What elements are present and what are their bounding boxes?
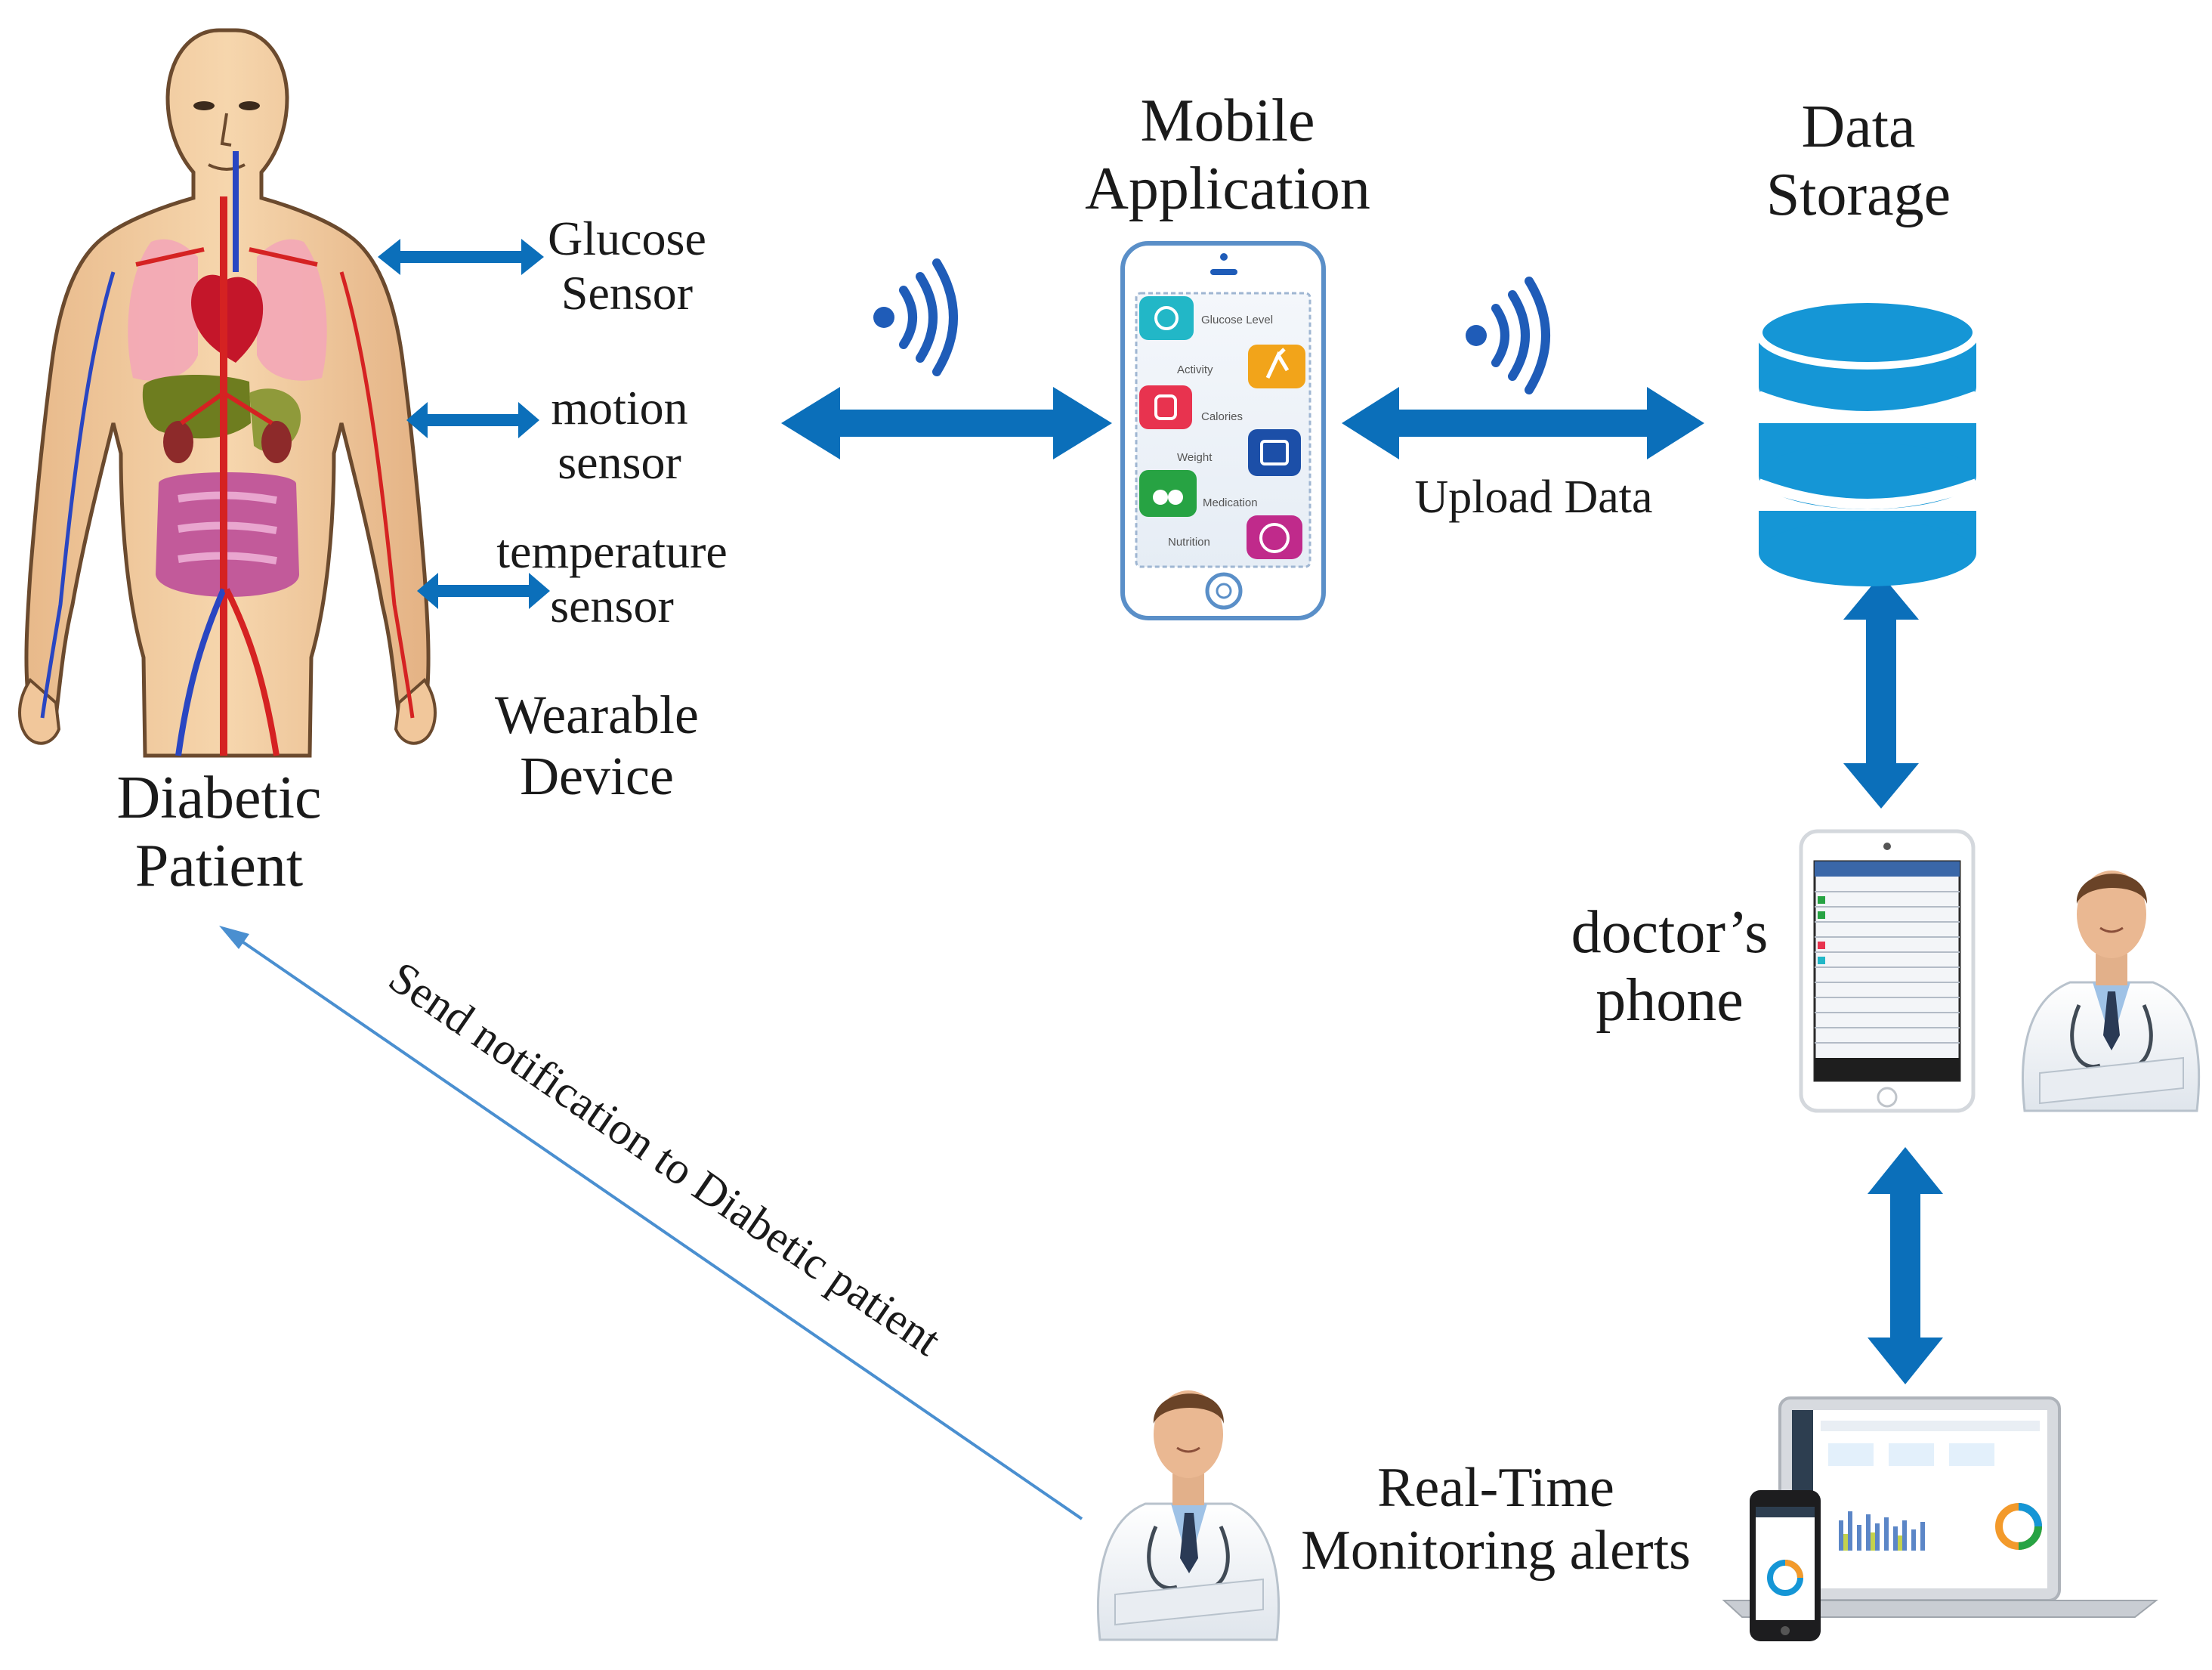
glucose-sensor-label: Glucose Sensor [529, 212, 725, 320]
screen-item-nutrition: Nutrition [1168, 536, 1210, 549]
motion-sensor-label: motion sensor [521, 381, 718, 489]
screen-item-calories: Calories [1201, 410, 1243, 423]
human-anatomy-icon [18, 28, 437, 758]
diabetic-patient-label-line-2: Patient [134, 832, 304, 899]
weight-tile [1248, 429, 1301, 476]
screen-item-glucose: Glucose Level [1201, 314, 1273, 326]
doctor-phone-to-monitoring-arrow [1868, 1147, 1943, 1384]
mobile-application-title: Mobile Application [1058, 88, 1398, 223]
motion-sensor-label-line-2: sensor [558, 435, 681, 489]
doctor-phone-label-line-2: phone [1596, 966, 1744, 1034]
screen-item-activity: Activity [1177, 363, 1213, 376]
wireless-signal-icon [1466, 277, 1550, 394]
smartphone-icon: Glucose Level Activity Calories Weight M… [1120, 241, 1326, 620]
doctor-phone-label: doctor’s phone [1549, 899, 1790, 1034]
temperature-sensor-label: temperature sensor [483, 524, 740, 632]
upload-data-label: Upload Data [1414, 472, 1653, 523]
doctor-icon [1097, 1390, 1280, 1641]
storage-to-doctor-phone-arrow [1843, 574, 1919, 809]
database-icon [1755, 295, 1980, 586]
notification-arrow [219, 926, 1083, 1520]
wearable-to-app-arrow [781, 387, 1112, 459]
doctor-icon [2022, 871, 2201, 1112]
glucose-sensor-label-line-2: Sensor [561, 265, 694, 320]
motion-sensor-label-line-1: motion [551, 381, 688, 435]
wireless-signal-icon [873, 258, 958, 376]
laptop-dashboard-icon [1722, 1396, 2158, 1641]
wearable-device-label: Wearable Device [468, 685, 725, 806]
temperature-sensor-label-line-1: temperature [496, 524, 728, 578]
doctor-phone-label-line-1: doctor’s [1571, 899, 1769, 966]
data-storage-title-line-2: Storage [1766, 161, 1951, 228]
tablet-icon [1799, 829, 1976, 1113]
temperature-sensor-label-line-2: sensor [550, 578, 674, 632]
glucose-tile [1139, 296, 1194, 340]
app-to-storage-arrow [1342, 387, 1704, 459]
calories-tile [1139, 385, 1192, 429]
diabetic-patient-label-line-1: Diabetic [116, 765, 322, 831]
motion-sensor-arrow [406, 402, 539, 438]
data-storage-title: Data Storage [1730, 94, 1987, 229]
real-time-monitoring-label-line-1: Real-Time [1377, 1457, 1614, 1519]
screen-item-medication: Medication [1203, 496, 1258, 509]
glucose-sensor-arrow [378, 239, 544, 275]
mobile-application-title-line-1: Mobile [1140, 88, 1315, 154]
screen-item-weight: Weight [1177, 451, 1213, 464]
real-time-monitoring-label-line-2: Monitoring alerts [1301, 1519, 1691, 1582]
medication-tile [1139, 470, 1197, 517]
data-storage-title-line-1: Data [1801, 94, 1916, 160]
wearable-device-label-line-1: Wearable [495, 685, 699, 745]
diabetic-patient-label: Diabetic Patient [91, 765, 348, 900]
nutrition-tile [1247, 515, 1302, 559]
wearable-device-label-line-2: Device [520, 745, 674, 806]
mobile-application-title-line-2: Application [1085, 155, 1370, 222]
activity-tile [1248, 345, 1305, 388]
temperature-sensor-arrow [417, 573, 550, 609]
real-time-monitoring-label: Real-Time Monitoring alerts [1254, 1457, 1738, 1582]
glucose-sensor-label-line-1: Glucose [548, 212, 706, 265]
